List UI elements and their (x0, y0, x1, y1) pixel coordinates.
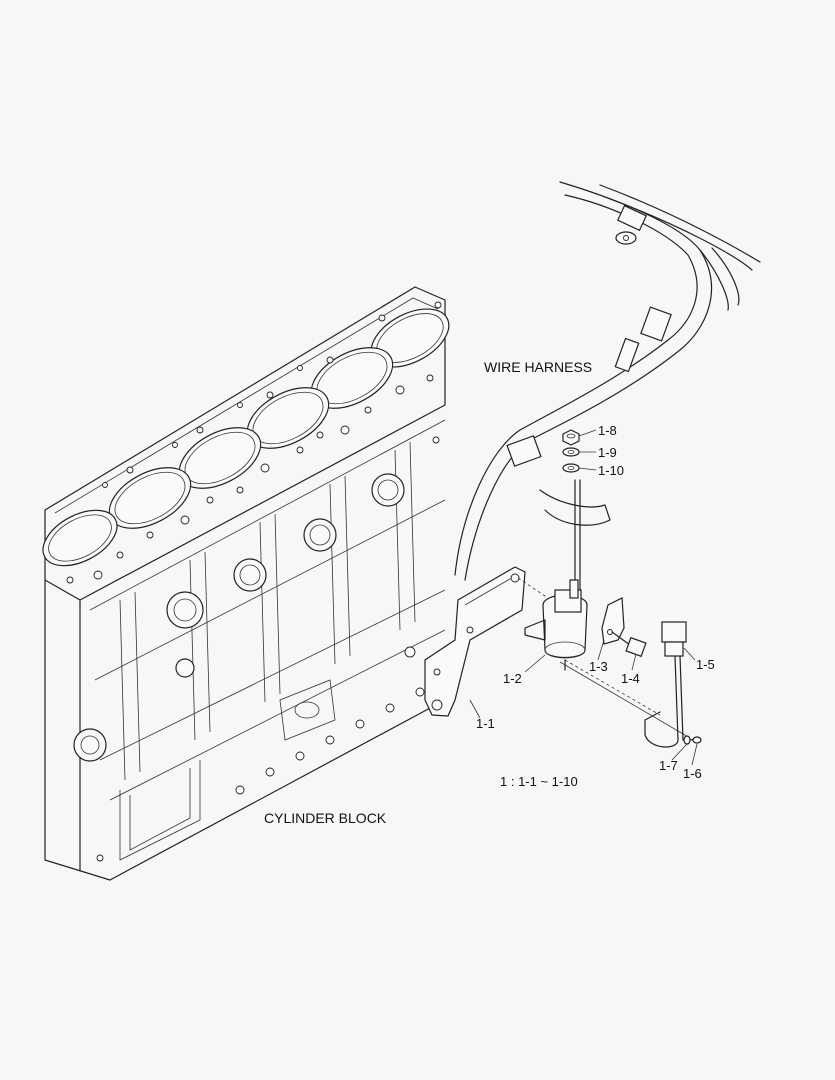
callout-1-1: 1-1 (476, 716, 495, 731)
clip-part-1-3 (601, 597, 625, 645)
cylinder-bores (42, 308, 450, 567)
screw-part-1-6 (689, 736, 702, 744)
callout-1-7: 1-7 (659, 758, 678, 773)
assembly-note: 1 : 1-1 ~ 1-10 (500, 774, 578, 789)
wire-harness-label: WIRE HARNESS (484, 359, 593, 375)
cylinder-block-label: CYLINDER BLOCK (264, 810, 387, 826)
cylinder-block-illustration (42, 286, 450, 881)
wire-harness-illustration (454, 181, 761, 601)
callout-1-8: 1-8 (598, 423, 617, 438)
callout-1-3: 1-3 (589, 659, 608, 674)
pan-rail-bolts (96, 436, 440, 862)
washer-part-1-9 (562, 447, 580, 457)
nut-part-1-8 (562, 429, 580, 446)
bracket-part-1-1 (424, 566, 526, 717)
callout-1-2: 1-2 (503, 671, 522, 686)
deck-bolt-holes (66, 301, 442, 584)
callout-1-10: 1-10 (598, 463, 625, 478)
callout-1-4: 1-4 (621, 671, 640, 686)
sensor-harness-part-1-5 (644, 621, 687, 748)
washer-part-1-7 (683, 735, 691, 745)
solenoid-part-1-2 (524, 579, 588, 671)
callout-1-9: 1-9 (598, 445, 617, 460)
block-ribs (119, 441, 416, 781)
bolt-part-1-4 (611, 631, 647, 658)
washer-part-1-10 (562, 463, 580, 473)
callout-1-6: 1-6 (683, 766, 702, 781)
leader-lines (469, 429, 698, 766)
callout-1-5: 1-5 (696, 657, 715, 672)
